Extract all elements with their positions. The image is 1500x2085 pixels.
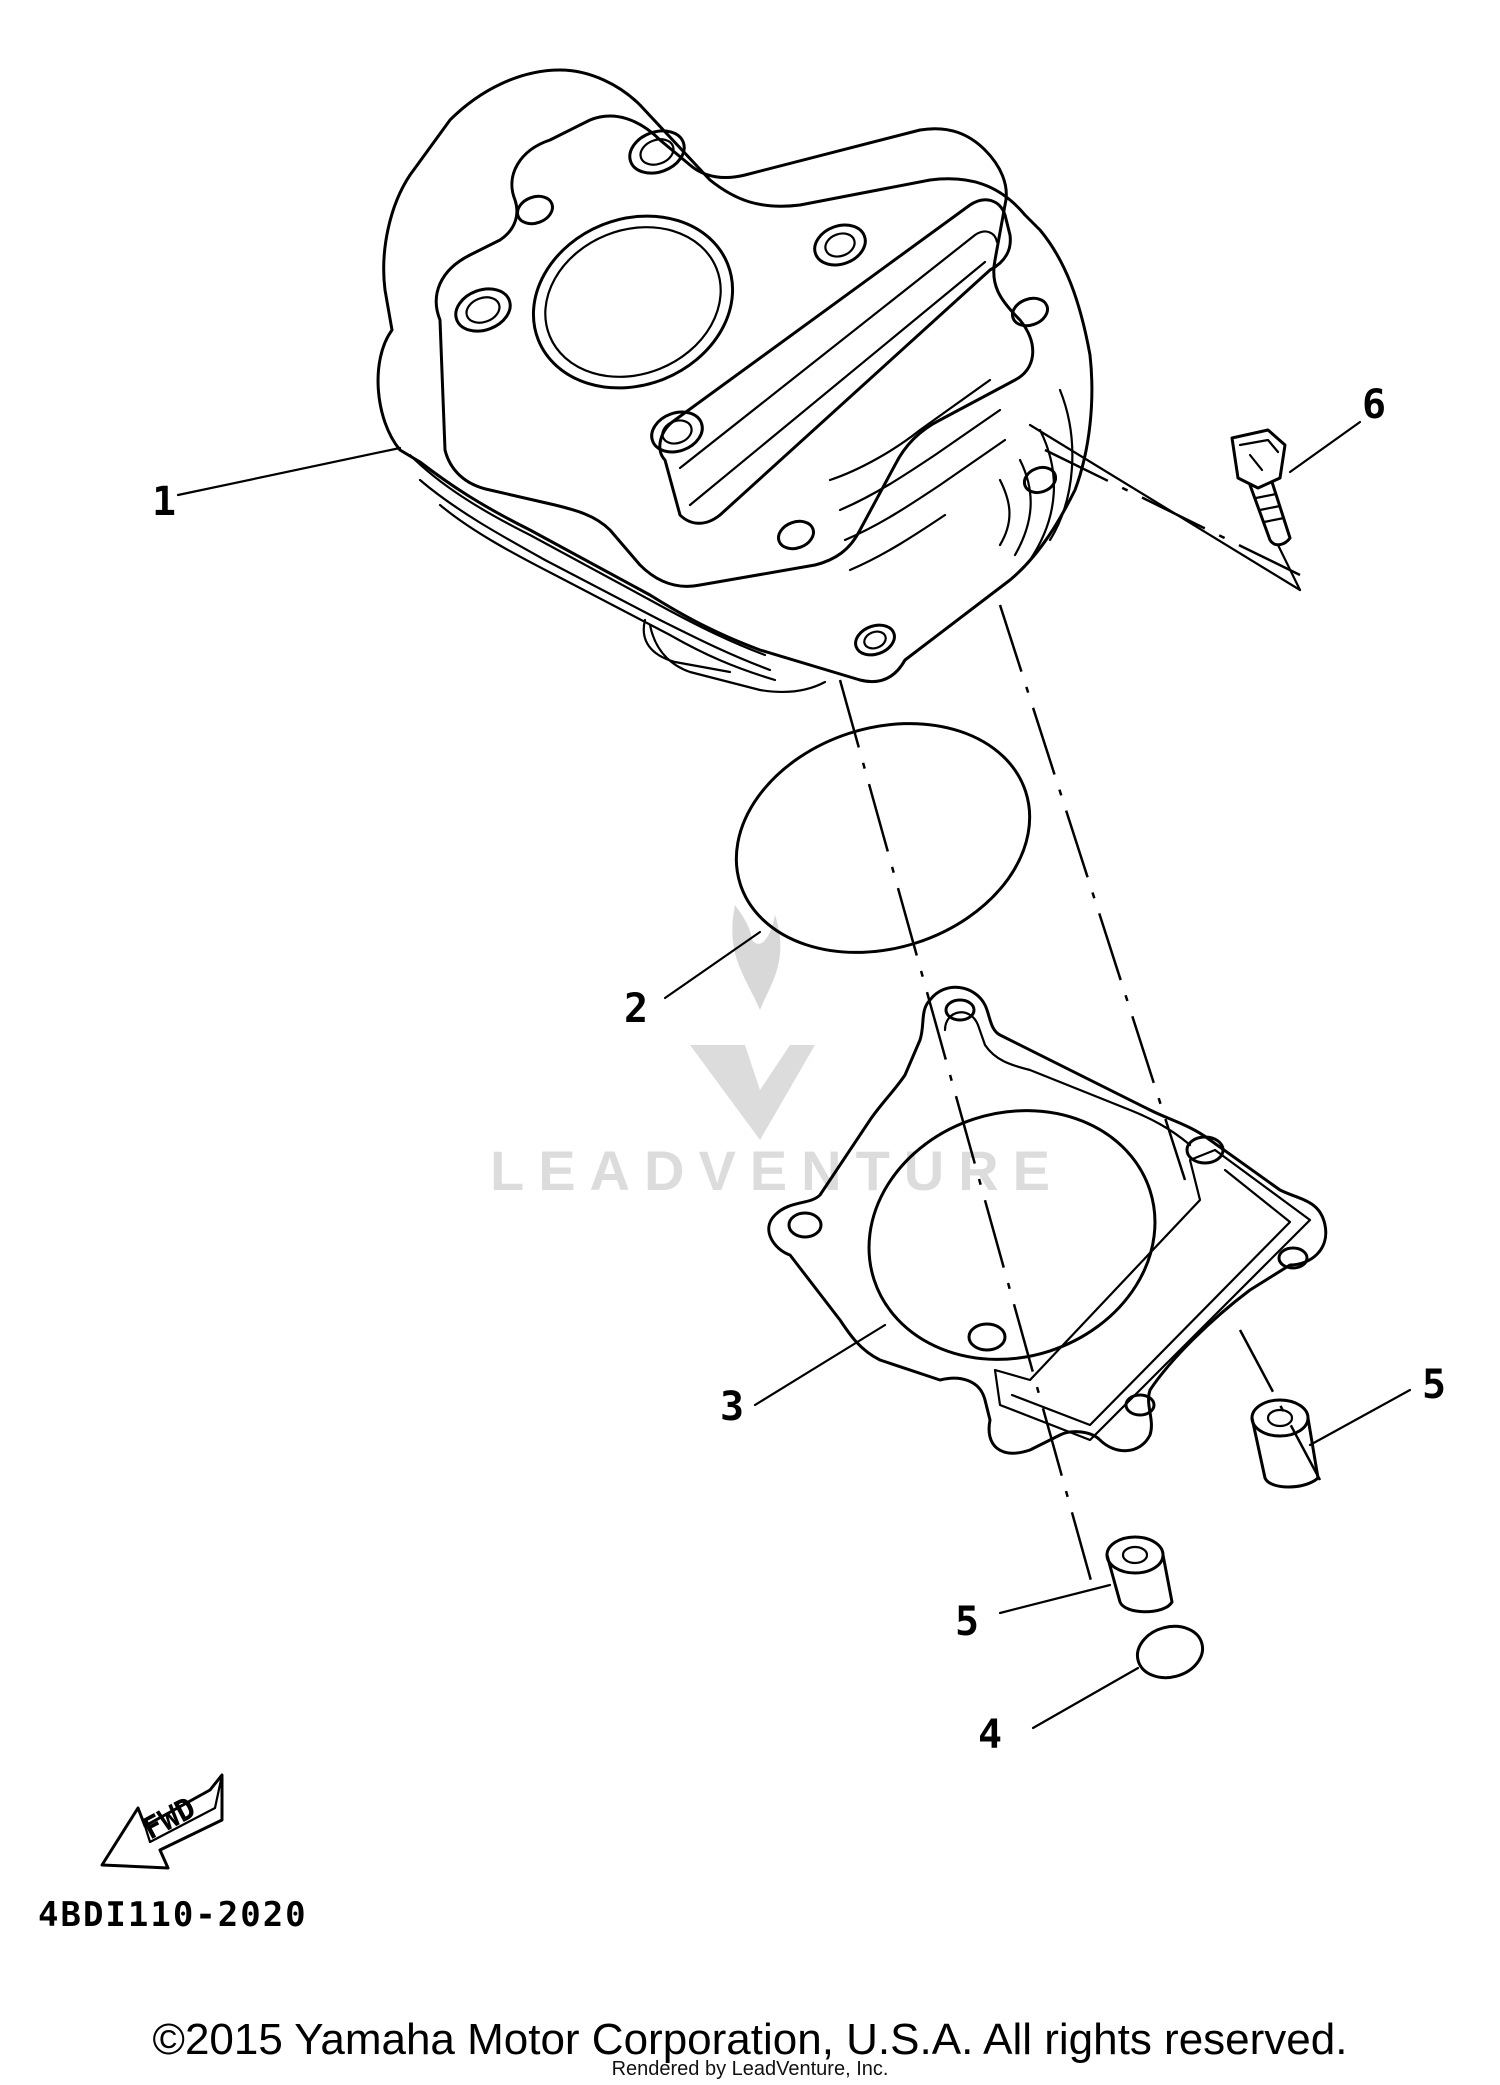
leader-lines xyxy=(176,420,1412,1730)
copyright-notice: ©2015 Yamaha Motor Corporation, U.S.A. A… xyxy=(152,2015,1348,2064)
callout-2: 2 xyxy=(624,986,648,1032)
part-2-o-ring xyxy=(734,722,1032,954)
watermark-text: LEADVENTURE xyxy=(490,1139,1064,1202)
callout-6: 6 xyxy=(1362,382,1386,428)
alignment-lines xyxy=(838,448,1322,1596)
part-5-dowel-pin-right xyxy=(1250,1398,1320,1489)
part-6-bolt xyxy=(1028,423,1302,592)
rendered-by-credit: Rendered by LeadVenture, Inc. xyxy=(611,2058,889,2080)
diagram-code: 4BDI110-2020 xyxy=(38,1895,308,1935)
part-1-cylinder xyxy=(376,68,1094,694)
callout-5-left: 5 xyxy=(955,1599,979,1645)
part-4-plug xyxy=(1135,1624,1205,1680)
part-5-dowel-pin-left xyxy=(1105,1535,1174,1614)
callout-5-right: 5 xyxy=(1422,1362,1446,1408)
callout-4: 4 xyxy=(978,1712,1002,1758)
part-3-gasket xyxy=(767,985,1328,1455)
fwd-arrow-icon: FWD xyxy=(100,1773,224,1870)
callout-1: 1 xyxy=(152,479,176,525)
leadventure-watermark: LEADVENTURE xyxy=(490,905,1064,1202)
callout-3: 3 xyxy=(720,1384,744,1430)
